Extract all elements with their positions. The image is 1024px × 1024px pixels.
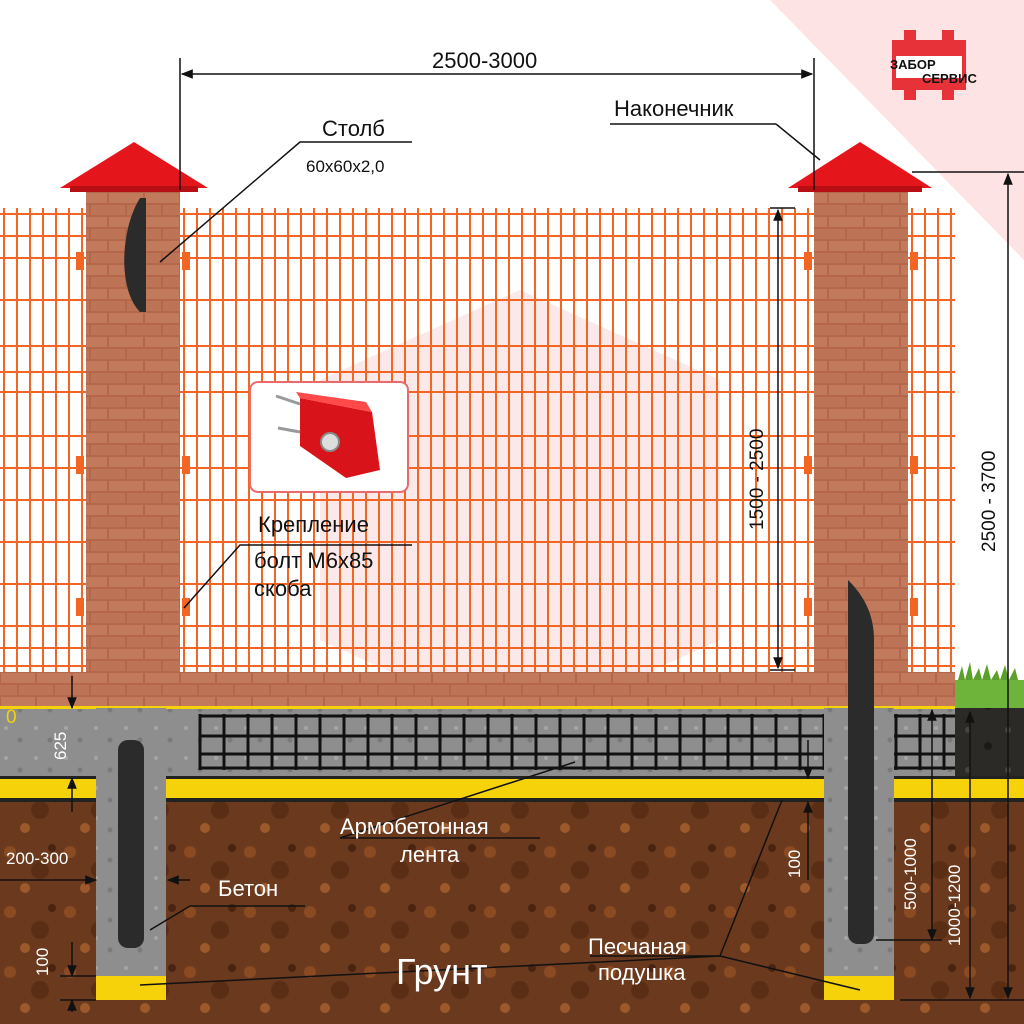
depth-500-1000-label: 500-1000 (901, 838, 920, 910)
total-height-label: 2500 - 3700 (979, 450, 1000, 552)
dimension-lines (0, 58, 1024, 1012)
fastening-label: Крепление (258, 512, 369, 537)
depth-100-mid-label: 100 (785, 849, 804, 878)
sand-label-line1: Песчаная (588, 934, 687, 959)
bolt-label: болт М6х85 (254, 548, 374, 573)
post-label: Столб (322, 116, 385, 141)
depth-1000-1200-label: 1000-1200 (945, 864, 964, 946)
depth-625-label: 625 (51, 731, 70, 760)
left-post-cap (60, 142, 208, 188)
strip-label-line1: Армобетонная (340, 814, 489, 839)
ground-label: Грунт (396, 951, 488, 992)
logo-mark-icon (892, 30, 966, 100)
left-sand-cushion (96, 976, 166, 1000)
span-dimension-label: 2500-3000 (432, 48, 538, 73)
right-steel-post (848, 598, 874, 944)
left-cap-rim (70, 186, 198, 192)
depth-100-bottom-label: 100 (33, 947, 52, 976)
cap-label: Наконечник (614, 96, 734, 121)
logo-text-line2: СЕРВИС (922, 71, 977, 86)
zero-level-label: 0 (6, 707, 17, 728)
right-cap-rim (798, 186, 922, 192)
width-200-300-label: 200-300 (6, 849, 69, 868)
strip-label-line2: лента (400, 842, 460, 867)
right-brick-column (814, 188, 908, 672)
grass (955, 662, 1024, 708)
right-post-cap (788, 142, 932, 188)
leader-lines (139, 123, 861, 991)
concrete-label: Бетон (218, 876, 279, 901)
zero-level-line (0, 706, 955, 709)
right-column-cutaway-post (848, 580, 874, 672)
sand-top-edge (0, 776, 1024, 779)
company-logo (892, 30, 966, 100)
post-size-label: 60х60х2,0 (306, 157, 385, 176)
mesh-brackets (76, 252, 918, 616)
logo-text-line1: ЗАБОР (890, 57, 936, 72)
sand-bottom-edge (0, 798, 1024, 802)
left-column-cutaway-post (124, 198, 146, 312)
bracket-label: скоба (254, 576, 312, 601)
left-steel-post (118, 740, 144, 948)
clamp-photo-inset (249, 381, 409, 493)
watermark-shape (320, 290, 720, 730)
mesh-fence-panels (0, 208, 955, 672)
sand-label-line2: подушка (598, 960, 686, 985)
brick-base-wall (0, 672, 955, 708)
right-sand-cushion (824, 976, 894, 1000)
panel-height-label: 1500 - 2500 (747, 428, 768, 530)
